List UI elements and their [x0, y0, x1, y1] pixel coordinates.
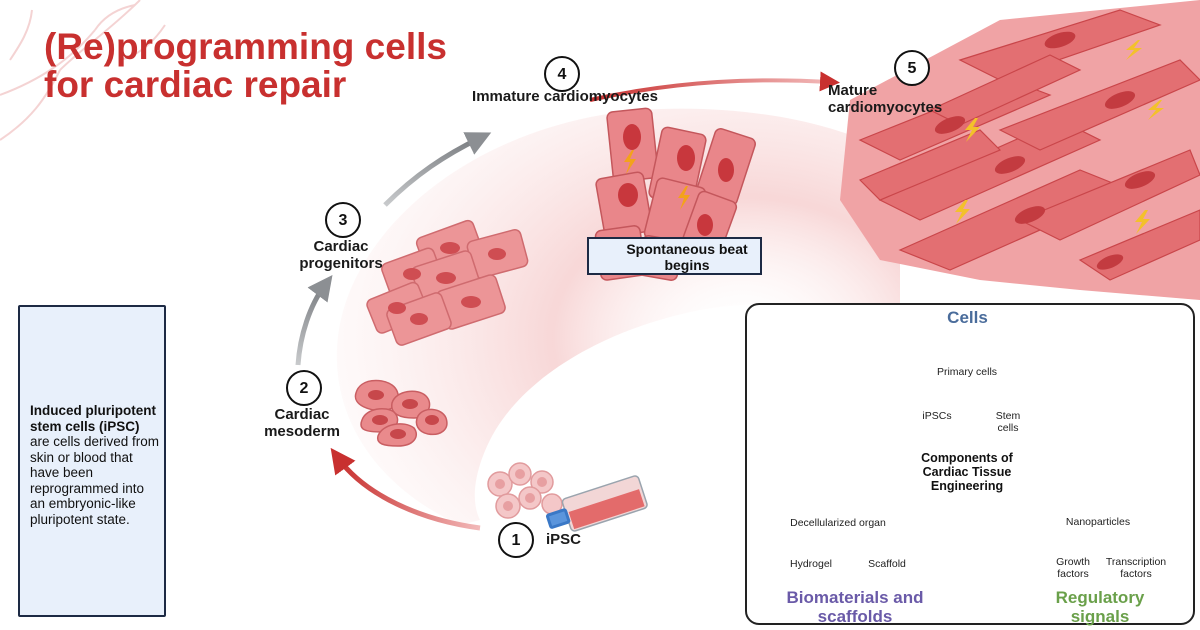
- step-5-number: 5: [894, 50, 930, 86]
- step-1-label: iPSC: [546, 531, 582, 548]
- ipsc-info-rest: are cells derived from skin or blood tha…: [30, 434, 160, 527]
- step-2-number: 2: [286, 370, 322, 406]
- progenitor-nuclei: [388, 242, 506, 325]
- culture-flask-icon: [545, 475, 648, 532]
- ipsc-info-box: Induced pluripotent stem cells (iPSC) ar…: [18, 305, 166, 617]
- step-3-number: 3: [325, 202, 361, 238]
- components-panel: [745, 303, 1195, 625]
- arrow-4-to-5: [589, 71, 840, 102]
- primary-cells-label: Primary cells: [936, 366, 998, 378]
- ipsc-cell-cluster: [487, 462, 563, 519]
- step-1-number: 1: [498, 522, 534, 558]
- page-title: (Re)programming cells for cardiac repair: [44, 26, 447, 105]
- differentiation-band: [336, 108, 900, 526]
- ipsc-info-bold: Induced pluripotent stem cells (iPSC): [30, 403, 156, 434]
- hydrogel-label: Hydrogel: [789, 558, 833, 570]
- vessel-decoration: [0, 0, 166, 141]
- transcription-factors-label: Transcription factors: [1105, 556, 1167, 580]
- immature-nuclei: [618, 124, 734, 236]
- decellularized-organ-label: Decellularized organ: [790, 517, 886, 529]
- step-3-label: Cardiac progenitors: [299, 238, 383, 272]
- scaffold-label: Scaffold: [868, 558, 906, 570]
- spontaneous-beat-label: Spontaneous beat begins: [626, 241, 748, 273]
- components-center-label: Components of Cardiac Tissue Engineering: [921, 451, 1013, 493]
- ipsc-info-text: Induced pluripotent stem cells (iPSC) ar…: [30, 403, 162, 527]
- arrow-1-to-2: [330, 447, 481, 531]
- arrow-2-to-3: [295, 274, 333, 366]
- step-5-label: Mature cardiomyocytes: [828, 82, 943, 116]
- mature-cardiomyocyte-tissue: [840, 0, 1200, 300]
- step-4-label: Immature cardiomyocytes: [472, 88, 658, 105]
- mesoderm-nuclei: [368, 390, 439, 439]
- growth-factors-label: Growth factors: [1056, 556, 1090, 580]
- lightning-icon: [624, 150, 690, 210]
- step-4-number: 4: [544, 56, 580, 92]
- arrow-3-to-4: [383, 132, 492, 207]
- biomaterials-heading: Biomaterials and scaffolds: [786, 588, 924, 626]
- immature-cardiomyocytes: [594, 107, 756, 281]
- step-2-label: Cardiac mesoderm: [264, 406, 340, 440]
- cells-heading: Cells: [947, 308, 988, 327]
- ipscs-label: iPSCs: [922, 410, 952, 422]
- regulatory-heading: Regulatory signals: [1055, 588, 1145, 626]
- nanoparticles-label: Nanoparticles: [1065, 516, 1131, 528]
- spontaneous-beat-box: Spontaneous beat begins: [587, 237, 762, 275]
- stem-cells-label: Stem cells: [995, 410, 1021, 434]
